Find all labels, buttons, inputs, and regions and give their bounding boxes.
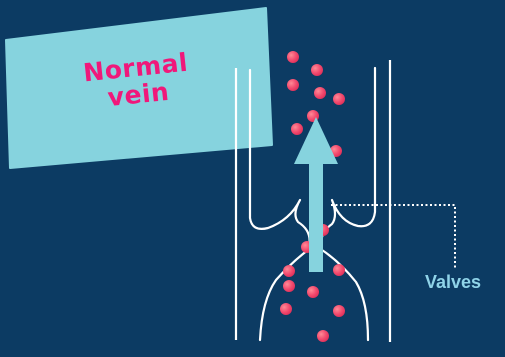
blood-cell	[314, 87, 326, 99]
blood-cell	[283, 265, 295, 277]
blood-cell	[333, 93, 345, 105]
blood-cell	[307, 286, 319, 298]
blood-cell	[287, 51, 299, 63]
blood-cell	[333, 264, 345, 276]
blood-cell	[287, 79, 299, 91]
valves-callout-line	[331, 205, 455, 268]
blood-cell	[311, 64, 323, 76]
blood-cell	[280, 303, 292, 315]
blood-cell	[317, 330, 329, 342]
valve-leaflet-right	[321, 68, 375, 340]
blood-cell	[333, 305, 345, 317]
blood-cell	[283, 280, 295, 292]
up-arrow-icon	[294, 117, 338, 272]
blood-cell	[291, 123, 303, 135]
valves-label: Valves	[425, 272, 481, 293]
